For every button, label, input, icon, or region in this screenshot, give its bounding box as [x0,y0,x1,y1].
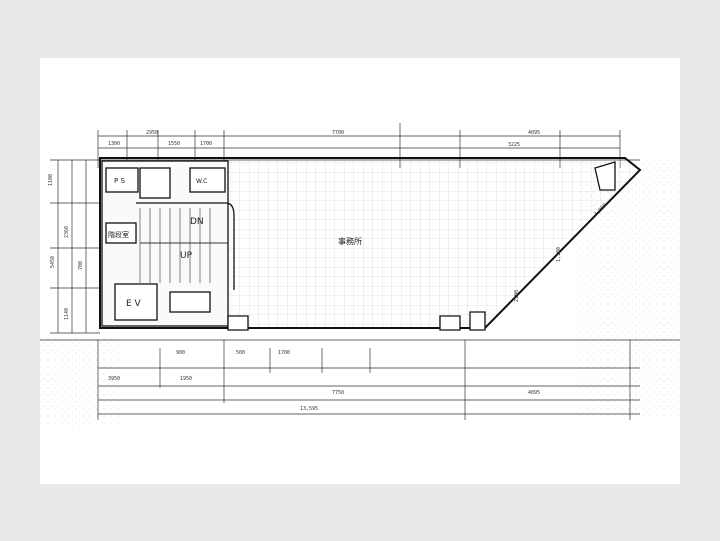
dim-bottom-e: 1950 [180,376,192,382]
dim-bottom-c: 1700 [278,350,290,356]
wall-notches [227,161,616,331]
dim-bottom-a: 900 [176,350,185,356]
dim-diag-c: 2100 [514,290,520,302]
shaft [139,167,171,199]
dn-label: DN [190,217,204,227]
floor-plan-drawing: P S W.C 階段室 DN UP E V 事務所 1300 2950 1550… [40,123,680,428]
dim-left-c: 2360 [64,226,70,238]
bottom-dimensions [40,339,680,420]
dim-bottom-f: 7750 [332,390,344,396]
room-labels: P S W.C 階段室 DN UP E V 事務所 [108,177,362,309]
dim-top-b: 2950 [146,130,158,136]
dim-top-right-sub: 3225 [508,142,520,148]
dim-top-d: 1700 [200,141,212,147]
dim-top-mid: 7700 [332,130,344,136]
dim-bottom-total: 13,595 [300,406,318,412]
dim-top-right: 4095 [528,130,540,136]
stair-room [105,222,137,244]
left-dimensions [50,159,100,334]
building-outline [99,157,642,329]
dim-left-b: 5450 [50,256,56,268]
drawing-sheet: P S W.C 階段室 DN UP E V 事務所 1300 2950 1550… [40,58,680,484]
dim-diag-b: 1,100 [556,247,562,262]
dim-left-d: 700 [78,261,84,270]
dim-bottom-right: 4095 [528,390,540,396]
dim-bottom-d: 3950 [108,376,120,382]
dim-bottom-b: 500 [236,350,245,356]
counter [169,291,211,313]
up-label: UP [180,251,193,261]
ev-label: E V [126,299,142,309]
dimension-texts: 1300 2950 1550 1700 7700 4095 3225 1100 … [48,130,608,412]
dim-top-c: 1550 [168,141,180,147]
office-label: 事務所 [338,236,362,246]
stair-treads [136,202,235,290]
ps-label: P S [114,177,125,185]
dim-left-a: 1100 [48,174,54,186]
wc-room [189,167,226,193]
ev-shaft [114,283,158,321]
dim-left-e: 1140 [64,308,70,320]
stair-room-label: 階段室 [108,230,129,239]
scan-noise-left [40,338,120,428]
ps-room [105,167,139,193]
dim-top-a: 1300 [108,141,120,147]
wc-label: W.C [196,178,207,185]
